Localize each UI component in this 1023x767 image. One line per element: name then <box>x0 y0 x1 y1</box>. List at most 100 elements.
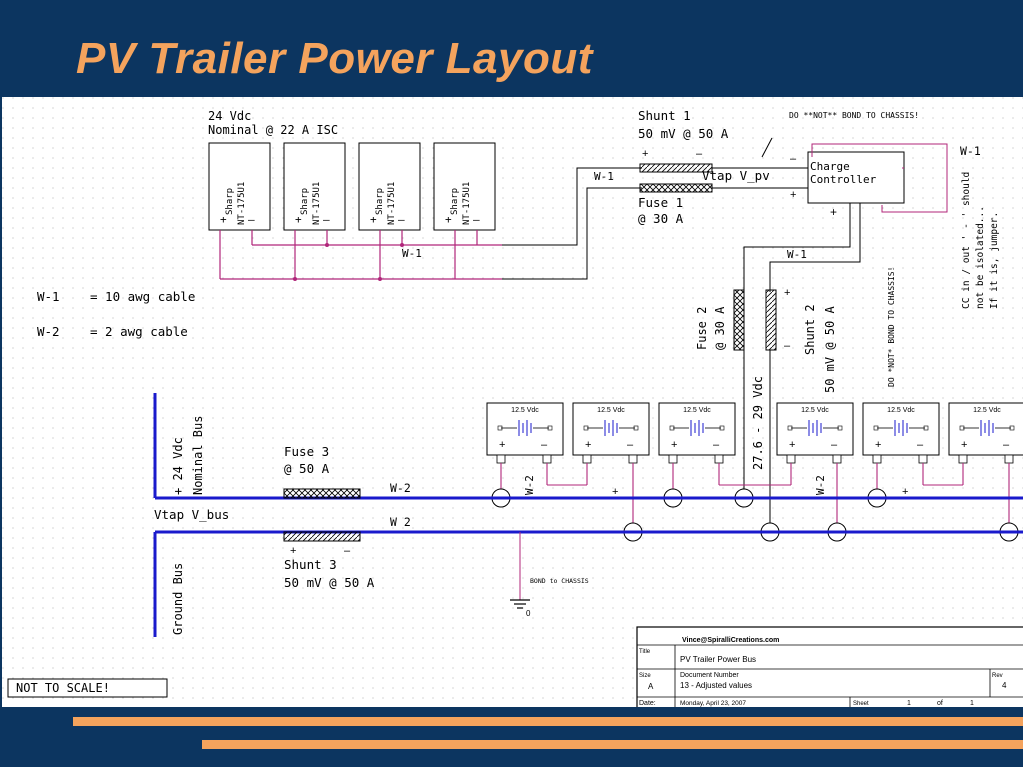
shunt2-name: Shunt 2 <box>803 304 817 355</box>
battery: 12.5 Vdc+– <box>572 402 650 464</box>
title-block-size-label: Size <box>639 673 651 679</box>
battery-wire-label: W-2 <box>523 475 536 495</box>
pv-panel: Sharp NT-175U1 + – <box>433 142 496 231</box>
battery-voltage-label: 12.5 Vdc <box>973 407 1001 414</box>
battery-voltage-label: 12.5 Vdc <box>597 407 625 414</box>
battery-minus: – <box>831 439 838 451</box>
battery-plus: + <box>961 439 967 451</box>
battery: 12.5 Vdc+– <box>486 402 564 464</box>
slide-title: PV Trailer Power Layout <box>76 34 593 83</box>
fuse3-rating: @ 50 A <box>284 461 330 476</box>
controller-line2: Controller <box>810 173 877 186</box>
shunt2-minus: – <box>784 340 791 352</box>
title-block-docnum-label: Document Number <box>680 672 739 679</box>
shunt1-wire-label: W-1 <box>594 170 614 183</box>
shunt1-name: Shunt 1 <box>638 108 691 123</box>
not-to-scale-label: NOT TO SCALE! <box>16 681 110 695</box>
panel-brand: Sharp <box>225 188 235 215</box>
title-block-size: A <box>648 682 654 691</box>
title-block-rev-label: Rev <box>992 673 1003 679</box>
shunt3-name: Shunt 3 <box>284 557 337 572</box>
title-block-date-label: Date: <box>639 700 656 707</box>
battery-wire-label: W-2 <box>814 475 827 495</box>
shunt3-symbol <box>283 531 361 542</box>
shunt1-plus: + <box>642 148 648 160</box>
chassis-ground: BOND to CHASSIS 0 <box>510 532 589 618</box>
title-block-docnum: 13 - Adjusted values <box>680 681 752 690</box>
shunt1-vtap: Vtap V_pv <box>702 168 770 183</box>
accent-bar-top <box>73 717 1023 726</box>
bus-plus-mark: + <box>902 486 908 498</box>
right-wire-label: W-1 <box>960 144 981 158</box>
title-block-of-label: of <box>937 700 943 707</box>
panel-minus: – <box>473 213 480 226</box>
shunt-2: + – Shunt 2 50 mV @ 50 A <box>765 287 837 393</box>
cc-wire-label: W-1 <box>787 248 807 261</box>
shunt-3: + – Shunt 3 50 mV @ 50 A <box>283 531 375 590</box>
fuse1-rating: @ 30 A <box>638 211 684 226</box>
panel-model: NT-175U1 <box>237 182 247 225</box>
title-block: Vince@SpiralliCreations.com Title PV Tra… <box>636 626 1023 707</box>
schematic-diagram: 24 Vdc Nominal @ 22 A ISC Sharp NT-175U1… <box>2 97 1023 707</box>
title-block-of: 1 <box>970 700 974 707</box>
battery-voltage-label: 12.5 Vdc <box>511 407 539 414</box>
legend-w1-code: W-1 <box>37 289 60 304</box>
panel-plus: + <box>445 213 452 226</box>
wire-legend: W-1 = 10 awg cable W-2 = 2 awg cable <box>37 289 195 339</box>
legend-w2-desc: = 2 awg cable <box>90 324 188 339</box>
shunt2-plus: + <box>784 287 790 299</box>
battery-plus: + <box>671 439 677 451</box>
title-block-sheet-label: Sheet <box>853 701 869 707</box>
shunt2-rating: 50 mV @ 50 A <box>823 306 837 393</box>
fuse3-name: Fuse 3 <box>284 444 329 459</box>
pv-array: 24 Vdc Nominal @ 22 A ISC Sharp NT-175U1… <box>208 109 642 281</box>
shunt3-plus: + <box>290 545 296 557</box>
fuse1-symbol <box>639 183 713 193</box>
panel-brand: Sharp <box>450 188 460 215</box>
bond-chassis-label: BOND to CHASSIS <box>530 577 589 585</box>
positive-bus-name: Nominal Bus <box>191 416 205 495</box>
battery-minus: – <box>627 439 634 451</box>
fuse2-name: Fuse 2 <box>695 307 709 350</box>
not-to-scale-box: NOT TO SCALE! <box>7 678 168 698</box>
array-voltage-label: 24 Vdc <box>208 109 251 123</box>
panel-model: NT-175U1 <box>462 182 472 225</box>
panel-plus: + <box>295 213 302 226</box>
top-bond-note: DO **NOT** BOND TO CHASSIS! <box>789 111 919 120</box>
panel-plus: + <box>370 213 377 226</box>
title-block-title-label: Title <box>639 649 651 655</box>
voltage-range-label: 27.6 - 29 Vdc <box>751 376 765 470</box>
array-rating-label: Nominal @ 22 A ISC <box>208 123 338 137</box>
pv-panel: Sharp NT-175U1 + – <box>208 142 271 231</box>
fuse-1: Fuse 1 @ 30 A <box>638 183 713 226</box>
fuse-2: Fuse 2 @ 30 A <box>695 289 745 351</box>
fuse1-name: Fuse 1 <box>638 195 683 210</box>
legend-w2-code: W-2 <box>37 324 60 339</box>
title-block-date: Monday, April 23, 2007 <box>680 700 746 707</box>
panel-minus: – <box>323 213 330 226</box>
bus-wire-bottom: W 2 <box>390 515 411 529</box>
shunt1-minus: – <box>696 148 703 160</box>
fuse2-rating: @ 30 A <box>713 306 727 350</box>
pv-panel: Sharp NT-175U1 + – <box>283 142 346 231</box>
right-note-line1: CC in / out ' - ' should <box>961 172 972 309</box>
panel-model: NT-175U1 <box>312 182 322 225</box>
array-wiring <box>219 230 502 280</box>
panel-minus: – <box>398 213 405 226</box>
battery-voltage-label: 12.5 Vdc <box>801 407 829 414</box>
battery-minus: – <box>713 439 720 451</box>
shunt-1: Shunt 1 50 mV @ 50 A + – W-1 Vtap V_pv <box>594 108 770 183</box>
right-note-line3: If it is, jumper. <box>989 212 1000 309</box>
ground-bus-name: Ground Bus <box>171 563 185 635</box>
panel-model: NT-175U1 <box>387 182 397 225</box>
battery: 12.5 Vdc+– <box>658 402 736 464</box>
shunt3-minus: – <box>344 545 351 557</box>
battery-minus: – <box>1003 439 1010 451</box>
legend-w1-desc: = 10 awg cable <box>90 289 195 304</box>
battery-plus: + <box>499 439 505 451</box>
battery-minus: – <box>917 439 924 451</box>
bus-plus-mark: + <box>612 486 618 498</box>
battery-voltage-label: 12.5 Vdc <box>887 407 915 414</box>
title-block-author: Vince@SpiralliCreations.com <box>682 637 779 644</box>
charge-controller: Charge Controller + <box>807 151 905 219</box>
